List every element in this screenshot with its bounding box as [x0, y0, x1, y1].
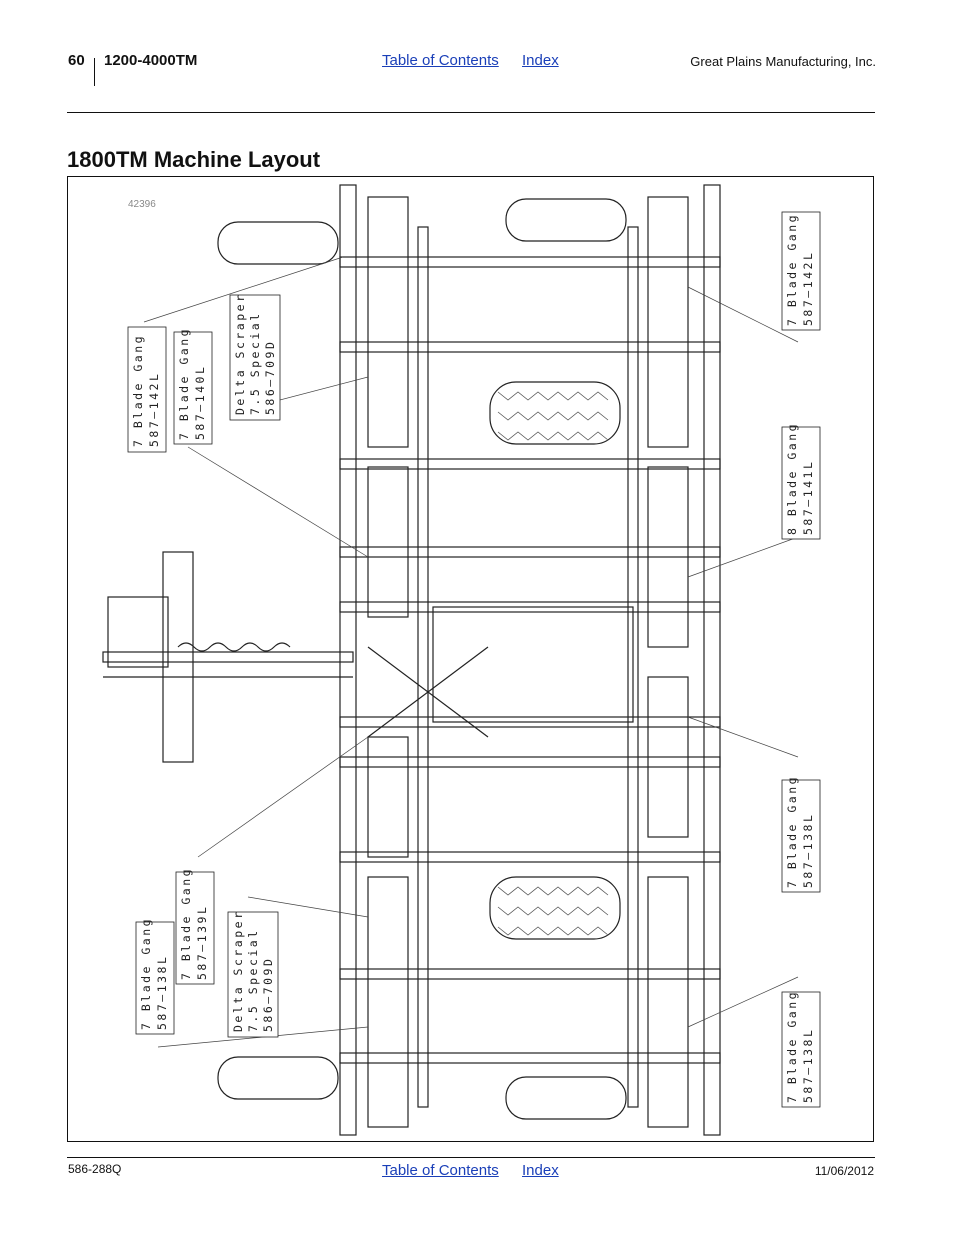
- callout-label: 7 Blade Gang: [139, 917, 153, 1030]
- callout-label: Delta Scraper: [231, 909, 245, 1032]
- document-date: 11/06/2012: [814, 1164, 874, 1178]
- index-link[interactable]: Index: [522, 1162, 559, 1179]
- footer-rule: [67, 1157, 875, 1158]
- callout-part-number: 586–709D: [263, 340, 277, 415]
- header-rule: [67, 112, 875, 113]
- figure-id: 42396: [128, 199, 156, 210]
- callout-part-number: 587–142L: [147, 372, 161, 447]
- header-divider: [94, 58, 95, 86]
- company-name: Great Plains Manufacturing, Inc.: [690, 54, 876, 69]
- callout-part-number: 587–140L: [193, 365, 207, 440]
- callout-label: 8 Blade Gang: [785, 422, 799, 535]
- callout-label: 7 Blade Gang: [785, 213, 799, 326]
- page-title: 1800TM Machine Layout: [67, 147, 321, 172]
- callout-label: 7 Blade Gang: [179, 867, 193, 980]
- callout-label: 7 Blade Gang: [785, 775, 799, 888]
- callout-part-number: 587–141L: [801, 460, 815, 535]
- callout-label-sub: 7.5 Special: [248, 311, 262, 415]
- table-of-contents-link[interactable]: Table of Contents: [382, 52, 499, 69]
- callout-part-number: 587–139L: [195, 905, 209, 980]
- callout-label: 7 Blade Gang: [177, 327, 191, 440]
- callout-label: 7 Blade Gang: [131, 334, 145, 447]
- callout-part-number: 587–138L: [801, 1028, 815, 1103]
- callout-part-number: 587–138L: [801, 813, 815, 888]
- document-number: 586-288Q: [68, 1162, 122, 1176]
- callout-label: 7 Blade Gang: [785, 990, 799, 1103]
- index-link[interactable]: Index: [522, 52, 559, 69]
- callout-part-number: 587–138L: [155, 955, 169, 1030]
- machine-drawing: 42396 7 Blade Gang 587–142L 7 Blade Gang…: [102, 184, 821, 1136]
- callout-label: Delta Scraper: [233, 292, 247, 415]
- model-name: 1200-4000TM: [104, 52, 198, 69]
- callout-part-number: 586–709D: [261, 957, 275, 1032]
- callout-part-number: 587–142L: [801, 251, 815, 326]
- table-of-contents-link[interactable]: Table of Contents: [382, 1162, 499, 1179]
- machine-layout-figure: 42396 7 Blade Gang 587–142L 7 Blade Gang…: [67, 176, 874, 1142]
- page-number: 60: [68, 52, 85, 69]
- callout-label-sub: 7.5 Special: [246, 928, 260, 1032]
